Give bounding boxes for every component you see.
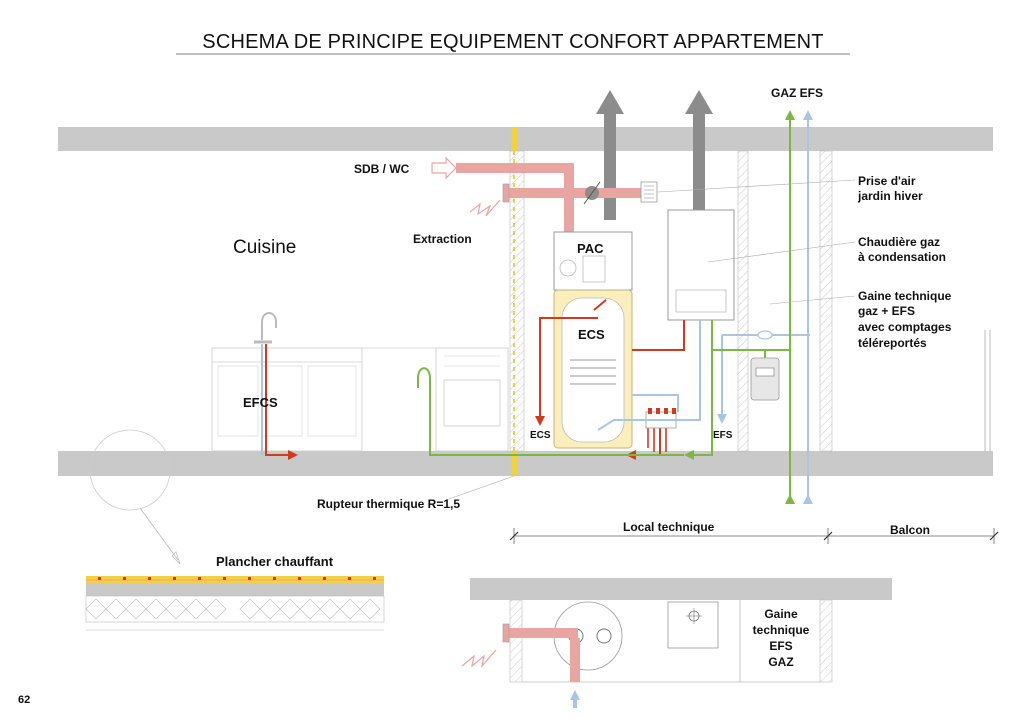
ecs-tank-inner: [561, 297, 625, 443]
flue-pac: [604, 112, 616, 220]
wall-gaine-left: [737, 150, 749, 452]
detail-callout-circle: [89, 429, 171, 511]
label-extraction: Extraction: [413, 232, 472, 246]
label-ecs-outlet: ECS: [530, 430, 551, 441]
efcs-hot-pipe: [265, 344, 296, 456]
heat-exchanger-coil: [570, 359, 616, 385]
label-prise-air-2: jardin hiver: [857, 189, 923, 203]
flue-pac-arrow: [596, 90, 624, 114]
page-number: 62: [18, 694, 30, 706]
label-prise-air-1: Prise d'air: [858, 174, 916, 188]
ceiling-slab: [58, 127, 993, 151]
plan-air-duct: [508, 628, 578, 638]
thermal-break-bottom: [511, 451, 517, 476]
label-gaine-4: téléreportés: [858, 336, 927, 350]
faucet: [261, 312, 277, 340]
slab-layer: [86, 584, 384, 596]
gas-meter: [750, 357, 780, 401]
gas-boiler: [667, 209, 735, 321]
label-efs-outlet: EFS: [713, 430, 733, 441]
wall-left: [509, 150, 525, 452]
pac-unit: [553, 231, 633, 291]
duct-horizontal: [508, 188, 642, 198]
flue-boiler-arrow: [685, 90, 713, 114]
label-ecs-tank: ECS: [578, 327, 605, 342]
label-local-technique: Local technique: [623, 520, 715, 534]
label-gaine-2: gaz + EFS: [858, 304, 915, 318]
hollow-core-pattern: [85, 598, 381, 620]
label-chaudiere-1: Chaudière gaz: [858, 235, 940, 249]
kitchen-cabinet: [211, 347, 363, 452]
label-rupteur: Rupteur thermique R=1,5: [317, 497, 460, 511]
flue-boiler: [693, 112, 705, 210]
label-gaine-3: avec comptages: [858, 320, 952, 334]
air-intake-grille: [640, 181, 658, 203]
label-efcs: EFCS: [243, 395, 278, 410]
label-pac: PAC: [577, 241, 604, 256]
plan-boiler: [667, 601, 719, 649]
label-plancher: Plancher chauffant: [216, 554, 334, 569]
label-gaine-detail-3: EFS: [769, 639, 792, 653]
label-gaine-detail-2: technique: [753, 623, 810, 637]
plan-cold-inlet-arrow: [570, 690, 580, 708]
wall-gaine-right: [819, 150, 833, 452]
label-balcon: Balcon: [890, 523, 930, 537]
heating-pipes-row: [98, 577, 376, 580]
ecs-pipe: [539, 317, 598, 420]
gas-to-cooker: [429, 378, 684, 456]
hollow-core-layer: [85, 595, 385, 623]
diagram-title: SCHEMA DE PRINCIPE EQUIPEMENT CONFORT AP…: [202, 31, 823, 53]
cooker: [435, 347, 509, 452]
label-cuisine: Cuisine: [233, 237, 296, 258]
water-meter: [757, 330, 773, 340]
cold-water-pipe: [597, 320, 701, 431]
plan-slab: [470, 578, 892, 600]
extraction-flow-arrow: [469, 199, 501, 217]
label-gaine-detail-4: GAZ: [768, 655, 793, 669]
boiler-hot-pipe: [632, 320, 685, 351]
label-gaz-efs: GAZ EFS: [771, 86, 823, 100]
label-sdb-wc: SDB / WC: [354, 162, 410, 176]
thermal-break-top: [511, 127, 517, 151]
sdb-air-arrow: [431, 156, 457, 180]
label-gaine-1: Gaine technique: [858, 289, 952, 303]
label-gaine-detail-1: Gaine: [764, 607, 798, 621]
extraction-grille: [502, 183, 510, 203]
label-chaudiere-2: à condensation: [858, 250, 946, 264]
gas-floor-line: [686, 350, 713, 456]
duct-sdb: [456, 163, 570, 173]
